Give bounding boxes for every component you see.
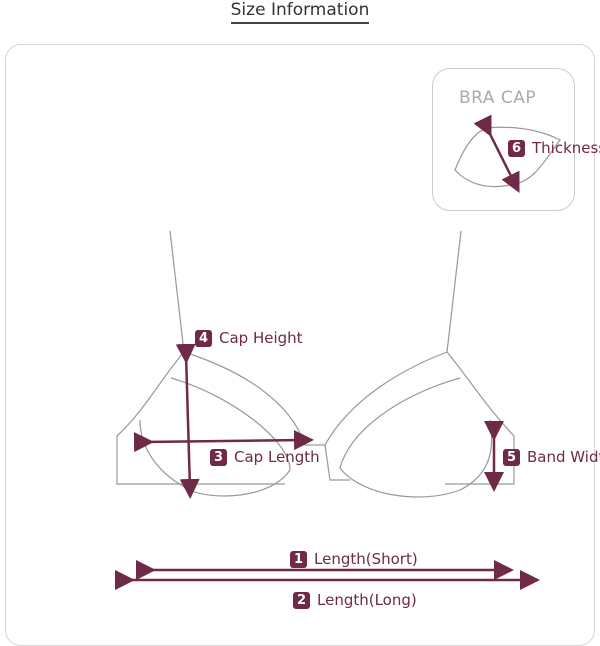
- label-text: Length(Short): [314, 550, 418, 568]
- cap-height-line: [175, 343, 200, 499]
- size-info-header: Size Information: [0, 0, 600, 24]
- bra-diagram: [115, 114, 561, 590]
- badge: 5: [503, 448, 520, 466]
- label-text: Length(Long): [317, 591, 417, 609]
- badge: 6: [508, 139, 525, 157]
- bra-cap-inset: [432, 68, 575, 211]
- badge: 3: [210, 448, 227, 466]
- page-title: Size Information: [230, 0, 370, 24]
- badge: 1: [290, 550, 307, 568]
- label-length-short: 1 Length(Short): [290, 550, 418, 568]
- badge: 2: [293, 591, 310, 609]
- inset-title: BRA CAP: [459, 88, 537, 108]
- label-text: Cap Height: [219, 329, 303, 347]
- label-text: Cap Length: [234, 448, 320, 466]
- thickness-line: [473, 114, 520, 193]
- label-cap-length: 3 Cap Length: [210, 448, 320, 466]
- label-text: Band Width: [527, 448, 600, 466]
- label-thickness: 6 Thickness: [508, 139, 600, 157]
- label-cap-height: 4 Cap Height: [195, 329, 303, 347]
- cap-length-line: [133, 430, 314, 453]
- label-band-width: 5 Band Width: [503, 448, 600, 466]
- label-length-long: 2 Length(Long): [293, 591, 417, 609]
- badge: 4: [195, 329, 212, 347]
- label-text: Thickness: [532, 139, 600, 157]
